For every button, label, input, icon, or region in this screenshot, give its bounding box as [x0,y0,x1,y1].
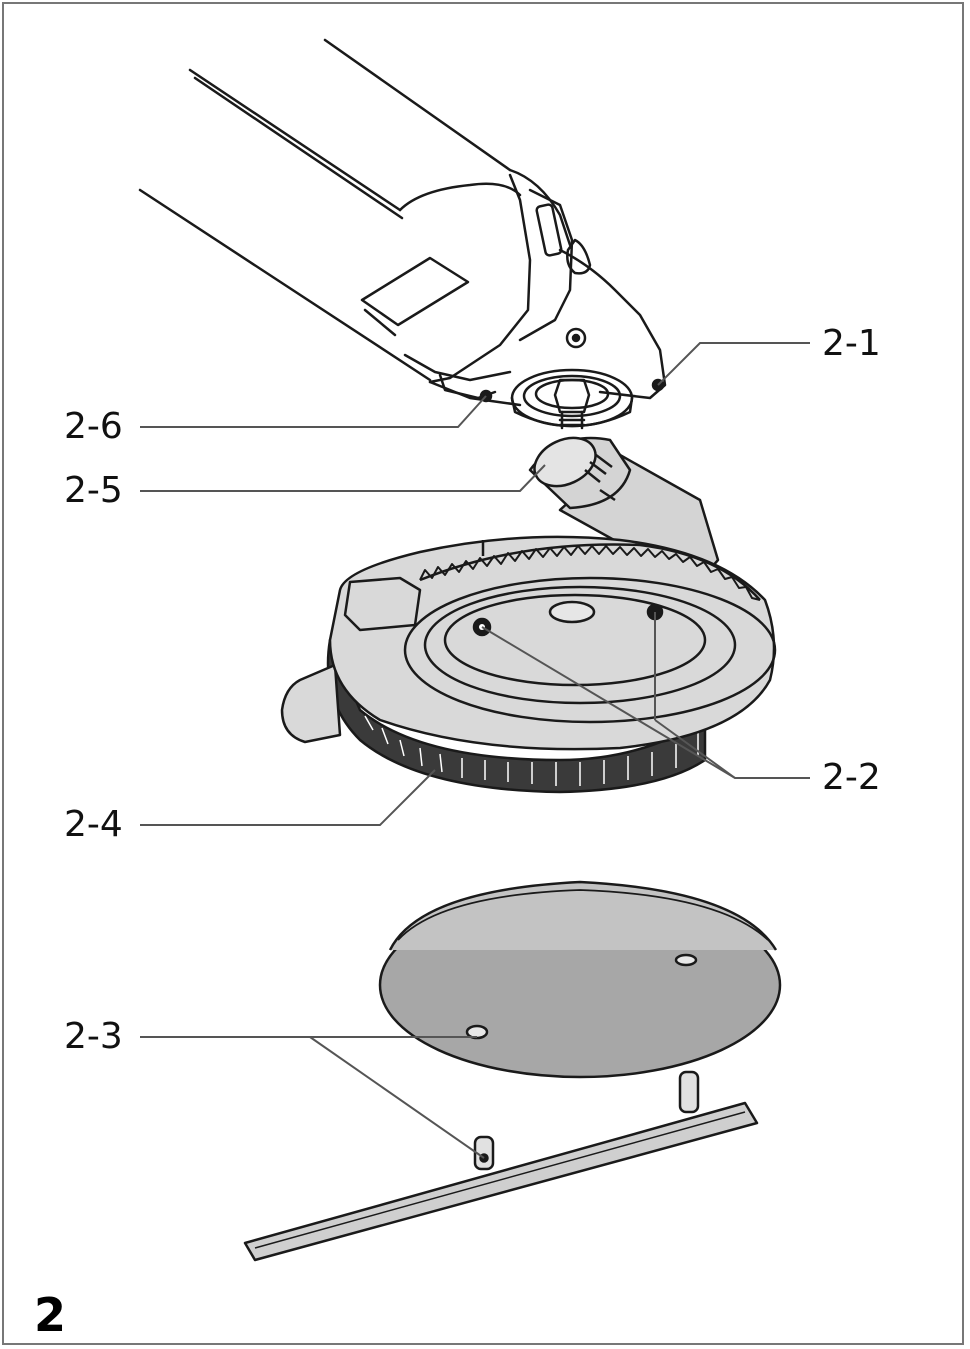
guide-rail [243,1070,759,1262]
callout-2-3: 2-3 [64,1016,123,1057]
callout-2-5: 2-5 [64,470,123,511]
callout-2-6: 2-6 [64,406,123,447]
leader-2-2c [654,719,736,779]
leader-2-4 [140,769,436,826]
leader-2-5 [140,464,546,492]
extraction-hood [280,535,777,794]
leader-lines [140,342,810,1159]
sliding-plate [378,880,782,1079]
leader-2-6 [140,395,487,428]
callout-2-4: 2-4 [64,804,123,845]
leader-2-1 [657,342,810,386]
suction-connector [528,436,720,577]
figure-number: 2 [34,1288,67,1342]
callout-2-1: 2-1 [822,323,881,364]
leader-2-3b [309,1036,485,1159]
callout-2-2: 2-2 [822,757,881,798]
angle-grinder [138,38,667,430]
